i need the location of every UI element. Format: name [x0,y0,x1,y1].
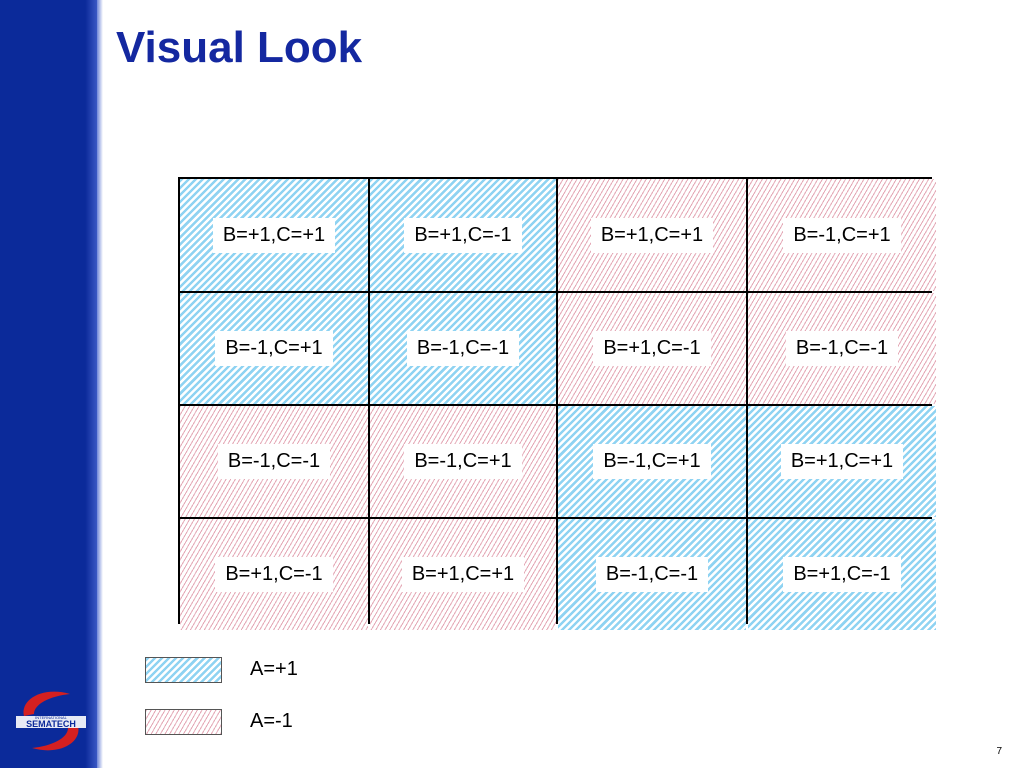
legend-swatch-a-plus [145,657,222,683]
cell-label: B=+1,C=-1 [215,557,333,592]
design-grid: B=+1,C=+1 B=+1,C=-1 B=+1,C=+1 B=-1,C=+1 … [178,177,936,630]
grid-cell: B=-1,C=-1 [180,406,368,517]
cell-label: B=-1,C=+1 [404,444,522,479]
grid-cell: B=+1,C=-1 [370,179,556,291]
grid-cell: B=+1,C=+1 [748,406,936,517]
grid-cell: B=+1,C=+1 [558,179,746,291]
cell-label: B=+1,C=-1 [404,217,522,253]
cell-label: B=-1,C=-1 [406,331,520,366]
sidebar-bar [0,0,97,768]
sematech-logo-icon: INTERNATIONAL SEMATECH [16,691,86,751]
grid-cell: B=-1,C=-1 [558,519,746,630]
grid-cell: B=+1,C=+1 [180,179,368,291]
grid-cell: B=+1,C=-1 [558,293,746,404]
grid-cell: B=+1,C=-1 [180,519,368,630]
cell-label: B=+1,C=+1 [401,557,525,592]
page-number: 7 [996,746,1002,757]
cell-label: B=+1,C=-1 [783,557,901,592]
legend-swatch-a-minus [145,709,222,735]
cell-label: B=-1,C=-1 [217,444,331,479]
cell-label: B=-1,C=+1 [215,331,333,366]
cell-label: B=-1,C=-1 [785,331,899,366]
grid-cell: B=-1,C=+1 [180,293,368,404]
legend-label-a-plus: A=+1 [250,658,298,680]
cell-label: B=+1,C=+1 [212,217,336,253]
grid-cell: B=-1,C=-1 [748,293,936,404]
cell-label: B=-1,C=-1 [595,557,709,592]
logo-text-top: INTERNATIONAL [35,715,67,720]
grid-cell: B=-1,C=+1 [370,406,556,517]
cell-label: B=+1,C=+1 [780,444,904,479]
cell-label: B=+1,C=+1 [590,217,714,253]
cell-label: B=+1,C=-1 [593,331,711,366]
logo-text-main: SEMATECH [26,719,76,729]
cell-label: B=-1,C=+1 [593,444,711,479]
legend-label-a-minus: A=-1 [250,710,293,732]
cell-label: B=-1,C=+1 [783,217,901,253]
grid-cell: B=+1,C=+1 [370,519,556,630]
grid-cell: B=-1,C=+1 [748,179,936,291]
sematech-logo: INTERNATIONAL SEMATECH [12,686,90,756]
grid-cell: B=-1,C=+1 [558,406,746,517]
slide-title: Visual Look [116,23,363,72]
grid-cell: B=+1,C=-1 [748,519,936,630]
sidebar-edge [97,0,103,768]
grid-cell: B=-1,C=-1 [370,293,556,404]
